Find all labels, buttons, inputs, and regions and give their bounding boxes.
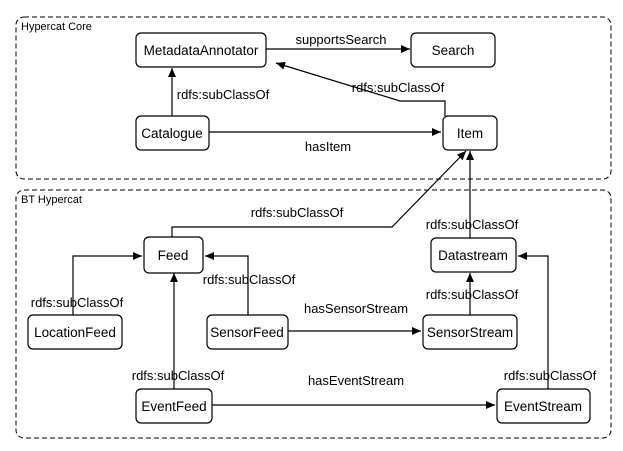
node-event-stream: EventStream	[496, 388, 591, 424]
edge-label-catalogue-subclass: rdfs:subClassOf	[177, 87, 270, 102]
node-label-event-feed: EventFeed	[141, 399, 206, 414]
node-label-datastream: Datastream	[438, 248, 508, 263]
edge-label-datastream-subclass: rdfs:subClassOf	[426, 217, 519, 232]
group-bt-hypercat	[15, 189, 612, 439]
node-label-metadata-annotator: MetadataAnnotator	[144, 43, 259, 58]
node-feed: Feed	[143, 236, 204, 274]
node-label-search: Search	[432, 43, 475, 58]
node-event-feed: EventFeed	[135, 388, 213, 424]
edge-location-feed-subclass	[72, 252, 142, 315]
edge-label-has-sensor-stream: hasSensorStream	[304, 301, 408, 316]
edge-label-event-feed-subclass: rdfs:subClassOf	[132, 368, 225, 383]
edge-label-item-subclass: rdfs:subClassOf	[352, 80, 445, 95]
edge-label-location-feed-subclass: rdfs:subClassOf	[31, 295, 124, 310]
node-label-sensor-feed: SensorFeed	[210, 325, 284, 340]
edge-label-has-item: hasItem	[305, 139, 351, 154]
node-datastream: Datastream	[430, 237, 517, 273]
node-catalogue: Catalogue	[135, 115, 210, 151]
edge-label-sensor-feed-subclass: rdfs:subClassOf	[203, 272, 296, 287]
node-metadata-annotator: MetadataAnnotator	[135, 32, 267, 68]
node-item: Item	[442, 115, 498, 151]
node-label-feed: Feed	[158, 248, 189, 263]
edge-event-stream-subclass	[518, 252, 549, 389]
edge-item-subclass	[275, 61, 446, 116]
node-label-sensor-stream: SensorStream	[427, 325, 513, 340]
group-title-bt: BT Hypercat	[21, 194, 82, 206]
node-search: Search	[410, 32, 496, 68]
node-sensor-feed: SensorFeed	[206, 314, 289, 350]
edge-label-sensor-stream-subclass: rdfs:subClassOf	[426, 287, 519, 302]
edge-feed-subclass	[171, 150, 467, 237]
node-label-item: Item	[457, 126, 483, 141]
edge-label-supports-search: supportsSearch	[295, 32, 386, 47]
group-hypercat-core	[15, 16, 612, 180]
node-label-catalogue: Catalogue	[141, 126, 203, 141]
edge-label-feed-subclass: rdfs:subClassOf	[251, 205, 344, 220]
node-sensor-stream: SensorStream	[422, 314, 518, 350]
node-label-location-feed: LocationFeed	[34, 325, 116, 340]
group-title-core: Hypercat Core	[21, 21, 92, 33]
edge-label-has-event-stream: hasEventStream	[308, 373, 404, 388]
node-location-feed: LocationFeed	[27, 314, 123, 350]
node-label-event-stream: EventStream	[504, 399, 582, 414]
edge-label-event-stream-subclass: rdfs:subClassOf	[504, 368, 597, 383]
edge-sensor-feed-subclass	[205, 252, 249, 315]
